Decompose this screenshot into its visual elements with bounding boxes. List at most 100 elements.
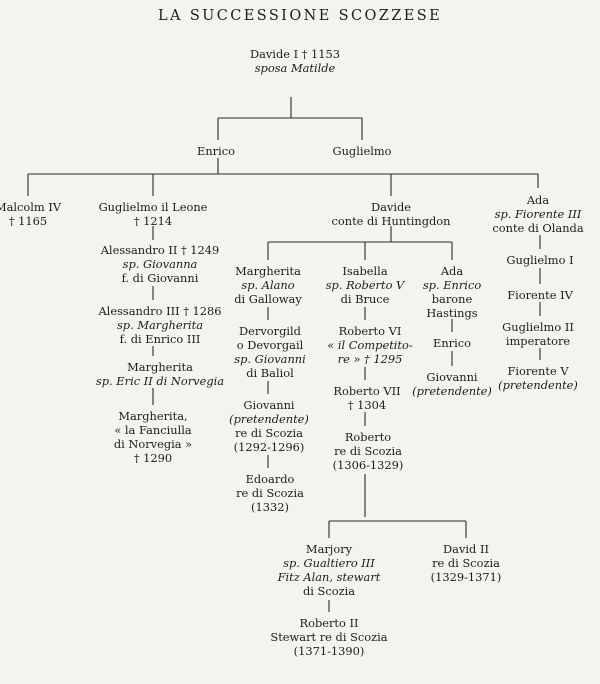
person-line: Guglielmo	[332, 144, 392, 158]
person-enrico: Enrico	[197, 144, 235, 158]
person-line: sp. Gualtiero III	[283, 556, 375, 570]
person-line: sp. Enrico	[422, 278, 482, 292]
person-line: Davide I † 1153	[249, 47, 341, 61]
person-line: sposa Matilde	[254, 61, 336, 75]
person-line: Margherita	[235, 264, 301, 278]
person-line: conte di Olanda	[492, 221, 584, 235]
person-line: « la Fanciulla	[114, 423, 192, 437]
person-line: re di Scozia	[235, 426, 303, 440]
person-line: re di Scozia	[334, 444, 402, 458]
person-line: Roberto II	[299, 616, 359, 630]
person-line: Guglielmo I	[506, 253, 574, 267]
person-line: Roberto	[344, 430, 392, 444]
person-line: imperatore	[505, 334, 571, 348]
person-line: barone	[431, 292, 473, 306]
person-line: di Bruce	[340, 292, 390, 306]
person-line: Guglielmo II	[502, 320, 574, 334]
person-line: Ada	[526, 193, 550, 207]
person-enrico-hastings: Enrico	[433, 336, 471, 350]
person-line: Fitz Alan, stewart	[277, 570, 381, 584]
person-line: † 1304	[347, 398, 387, 412]
person-guglielmo-leone: Guglielmo il Leone† 1214	[99, 200, 208, 228]
person-line: Fiorente V	[507, 364, 569, 378]
person-line: di Baliol	[246, 366, 294, 380]
person-line: Giovanni	[426, 370, 478, 384]
person-line: Isabella	[342, 264, 388, 278]
person-line: Margherita	[127, 360, 193, 374]
person-line: o Devorgail	[236, 338, 304, 352]
person-line: f. di Giovanni	[121, 271, 199, 285]
person-line: re » † 1295	[337, 352, 403, 366]
person-line: † 1165	[8, 214, 48, 228]
person-line: Alessandro II † 1249	[100, 243, 220, 257]
person-line: Guglielmo il Leone	[98, 200, 208, 214]
person-line: (1332)	[251, 500, 289, 514]
person-malcolm-iv: Malcolm IV† 1165	[0, 200, 61, 228]
person-line: (pretendente)	[229, 412, 309, 426]
person-line: Giovanni	[243, 398, 295, 412]
person-line: (1329-1371)	[430, 570, 502, 584]
person-line: re di Scozia	[432, 556, 500, 570]
person-line: † 1290	[133, 451, 173, 465]
person-line: sp. Roberto V	[325, 278, 405, 292]
person-giovanni-baliol: Giovanni(pretendente)re di Scozia(1292-1…	[229, 398, 309, 454]
person-line: Alessandro III † 1286	[98, 304, 222, 318]
person-fiorente-v: Fiorente V(pretendente)	[498, 364, 578, 392]
person-line: re di Scozia	[236, 486, 304, 500]
person-line: Margherita,	[118, 409, 188, 423]
person-line: Marjory	[305, 542, 353, 556]
person-line: « il Competito-	[327, 338, 413, 352]
person-line: (1306-1329)	[332, 458, 404, 472]
person-guglielmo: Guglielmo	[332, 144, 391, 158]
person-line: (pretendente)	[498, 378, 578, 392]
page-title: LA SUCCESSIONE SCOZZESE	[157, 8, 443, 24]
person-line: Dervorgild	[239, 324, 301, 338]
person-line: sp. Giovanna	[122, 257, 198, 271]
person-line: f. di Enrico III	[119, 332, 201, 346]
person-line: Davide	[370, 200, 412, 214]
person-line: sp. Fiorente III	[494, 207, 582, 221]
person-line: Roberto VII	[333, 384, 401, 398]
person-line: conte di Huntingdon	[331, 214, 451, 228]
person-line: Enrico	[433, 336, 471, 350]
person-guglielmo-i: Guglielmo I	[506, 253, 573, 267]
person-line: Roberto VI	[338, 324, 402, 338]
person-line: sp. Giovanni	[234, 352, 306, 366]
person-line: Edoardo	[245, 472, 295, 486]
person-fiorente-iv: Fiorente IV	[507, 288, 573, 302]
person-line: di Galloway	[234, 292, 302, 306]
person-line: Hastings	[426, 306, 478, 320]
person-line: (1371-1390)	[293, 644, 365, 658]
person-line: Ada	[440, 264, 464, 278]
person-line: sp. Margherita	[116, 318, 204, 332]
person-line: † 1214	[133, 214, 173, 228]
person-roberto-vi: Roberto VI« il Competito-re » † 1295	[327, 324, 412, 366]
person-line: (1292-1296)	[233, 440, 305, 454]
person-giovanni-hastings: Giovanni(pretendente)	[412, 370, 492, 398]
person-line: Enrico	[197, 144, 235, 158]
person-roberto-vii: Roberto VII† 1304	[333, 384, 400, 412]
person-line: Fiorente IV	[507, 288, 573, 302]
person-line: di Norvegia »	[113, 437, 193, 451]
person-line: David II	[443, 542, 489, 556]
person-line: di Scozia	[302, 584, 356, 598]
person-line: Stewart re di Scozia	[270, 630, 388, 644]
person-line: sp. Alano	[241, 278, 295, 292]
